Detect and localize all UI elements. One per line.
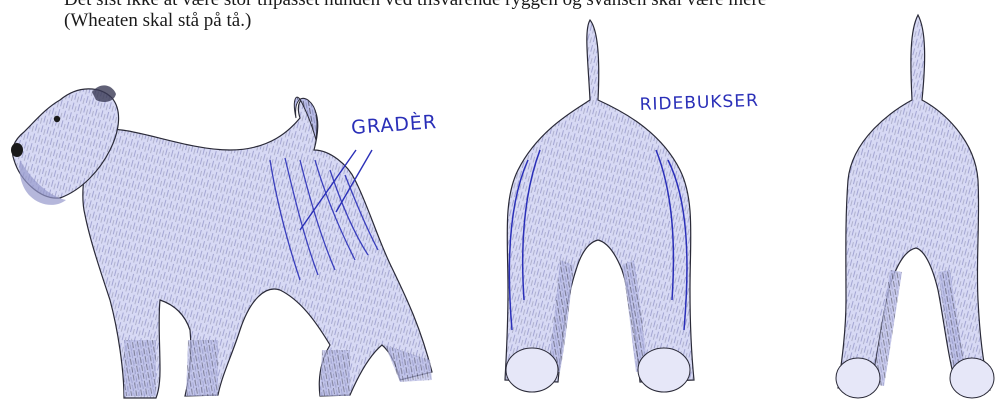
label-ridebukser: RIDEBUKSER [639, 91, 759, 115]
terrier-rear-view [836, 15, 994, 398]
terrier-rear-view-ridebukser [505, 20, 694, 392]
